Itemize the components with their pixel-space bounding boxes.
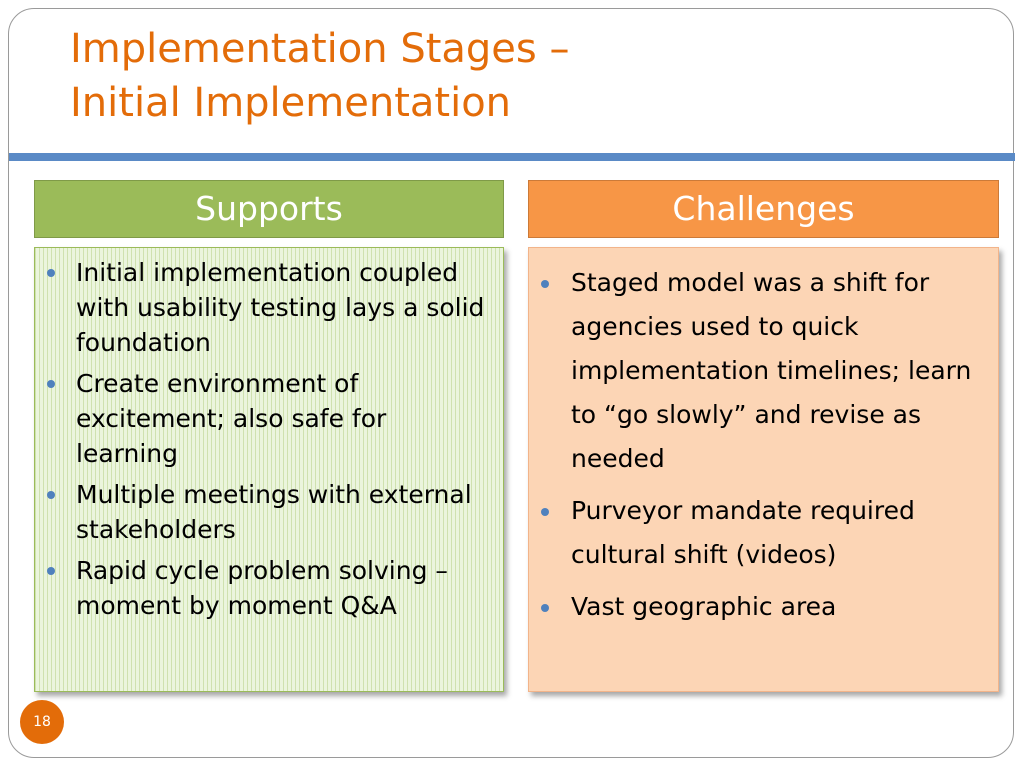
bullet-icon <box>47 269 55 277</box>
page-number-badge: 18 <box>20 700 64 744</box>
challenges-header: Challenges <box>528 180 999 238</box>
supports-header: Supports <box>34 180 504 238</box>
slide-title: Implementation Stages – Initial Implemen… <box>70 22 970 130</box>
bullet-icon <box>47 380 55 388</box>
challenges-item-2-text: Purveyor mandate required cultural shift… <box>571 496 915 569</box>
supports-item-3-text: Multiple meetings with external stakehol… <box>76 480 472 544</box>
bullet-icon <box>47 567 55 575</box>
supports-item-4-text: Rapid cycle problem solving – moment by … <box>76 556 448 620</box>
bullet-icon <box>541 508 549 516</box>
challenges-item-3-text: Vast geographic area <box>571 592 837 621</box>
supports-item-1-text: Initial implementation coupled with usab… <box>76 258 485 357</box>
supports-item-1: Initial implementation coupled with usab… <box>47 255 495 360</box>
challenges-box: Staged model was a shift for agencies us… <box>528 247 999 692</box>
slide-title-line-1: Implementation Stages – <box>70 26 570 72</box>
challenges-item-1-text: Staged model was a shift for agencies us… <box>571 268 972 473</box>
title-divider <box>9 153 1015 161</box>
bullet-icon <box>47 491 55 499</box>
challenges-list: Staged model was a shift for agencies us… <box>529 248 998 629</box>
supports-item-3: Multiple meetings with external stakehol… <box>47 477 495 547</box>
challenges-item-2: Purveyor mandate required cultural shift… <box>541 489 988 577</box>
supports-item-2-text: Create environment of excitement; also s… <box>76 369 387 468</box>
supports-item-4: Rapid cycle problem solving – moment by … <box>47 553 495 623</box>
challenges-item-3: Vast geographic area <box>541 585 988 629</box>
slide-title-line-2: Initial Implementation <box>70 80 512 126</box>
supports-list: Initial implementation coupled with usab… <box>35 248 503 623</box>
bullet-icon <box>541 280 549 288</box>
bullet-icon <box>541 604 549 612</box>
challenges-item-1: Staged model was a shift for agencies us… <box>541 261 988 481</box>
supports-box: Initial implementation coupled with usab… <box>34 247 504 692</box>
supports-item-2: Create environment of excitement; also s… <box>47 366 495 471</box>
